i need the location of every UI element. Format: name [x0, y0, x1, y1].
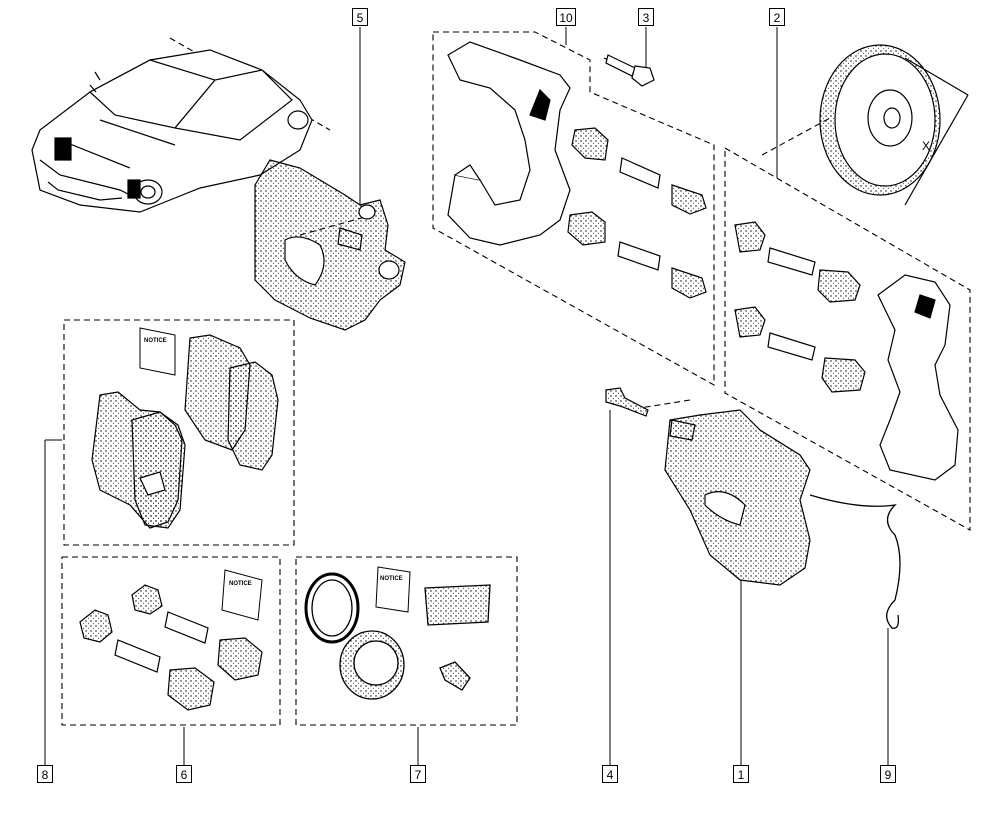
caliper-carrier-assembly: [734, 221, 959, 481]
bolt: [605, 54, 655, 87]
group-box-carrier-assembly: [724, 147, 971, 531]
caliper-carrier-kit: [447, 41, 707, 299]
notice-booklet-seals: [375, 566, 411, 613]
callout-6: 6: [176, 765, 192, 783]
group-box-guide-kit: [61, 556, 281, 726]
notice-label-seals: NOTICE: [380, 576, 403, 582]
car-illustration: [31, 49, 313, 213]
callout-4: 4: [602, 765, 618, 783]
callout-8: 8: [37, 765, 53, 783]
notice-booklet-pads: [139, 327, 176, 376]
caliper-main: [664, 409, 811, 586]
wear-indicator-wire: [809, 494, 901, 629]
notice-label-guides: NOTICE: [229, 581, 252, 587]
brake-pads: [91, 334, 279, 529]
callout-7: 7: [410, 765, 426, 783]
callout-10: 10: [556, 8, 576, 26]
group-box-seal-kit: [295, 556, 518, 726]
notice-booklet-guides: [221, 569, 263, 621]
group-box-carrier-kit: [432, 31, 715, 386]
dimension-label: X: [922, 139, 930, 153]
caliper-top: [254, 159, 406, 331]
callout-2: 2: [769, 8, 785, 26]
guide-screw: [605, 387, 649, 417]
group-box-pads: [63, 319, 295, 546]
notice-booklets: [139, 327, 411, 621]
guide-pin-kit: [79, 584, 263, 711]
seal-kit: [304, 572, 491, 700]
callout-5: 5: [352, 8, 368, 26]
notice-label-pads: NOTICE: [144, 338, 167, 344]
brake-disc: [819, 44, 969, 206]
callout-9: 9: [880, 765, 896, 783]
leader-lines: [44, 27, 889, 765]
callout-3: 3: [638, 8, 654, 26]
callout-1: 1: [733, 765, 749, 783]
